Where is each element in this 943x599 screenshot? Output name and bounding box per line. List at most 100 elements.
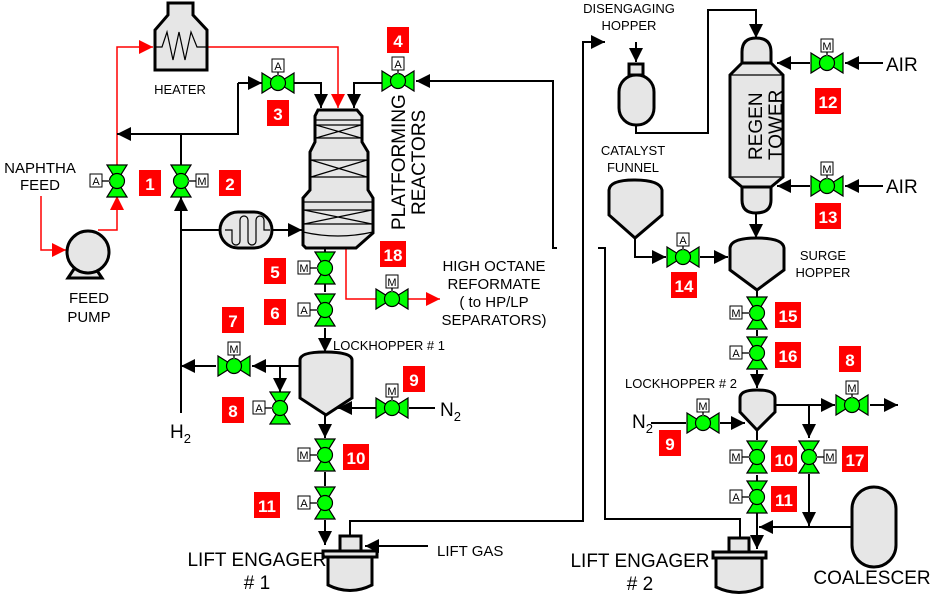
valve-tag-number: 6 (270, 304, 279, 323)
valve-ball-icon (316, 259, 334, 277)
valve-8[interactable]: A8 (222, 391, 292, 425)
valve-17[interactable]: M 17 (797, 440, 868, 474)
actuator-box (820, 161, 834, 176)
actuator-box (385, 274, 399, 289)
actuator-box (823, 449, 837, 464)
actuator-box (297, 302, 311, 317)
valve-tag-number: 17 (846, 451, 865, 470)
actuator-box (729, 305, 743, 320)
valve-ball-icon (383, 399, 401, 417)
regen-label-1: REGEN (746, 92, 767, 160)
regen-label-2: TOWER (766, 90, 787, 160)
regen-tower (728, 36, 785, 215)
actuator-type-label: A (732, 492, 740, 504)
actuator-box (227, 341, 241, 356)
valve-ball-icon (383, 290, 401, 308)
actuator-box (696, 398, 710, 413)
valve-tag-badge (267, 100, 289, 126)
actuator-type-label: M (822, 164, 831, 176)
valve-tag-number: 9 (665, 435, 674, 454)
reformate-label-2: REFORMATE (447, 276, 540, 293)
valve-ball-icon (748, 488, 766, 506)
lift-engager-1-label-1: LIFT ENGAGER (187, 550, 326, 571)
actuator-box (729, 449, 743, 464)
lift-line-2 (598, 247, 741, 538)
valve-3[interactable]: A3 (261, 58, 295, 126)
valve-tag-number: 13 (819, 208, 838, 227)
valve-tag-number: 2 (225, 175, 234, 194)
piping-left (40, 35, 741, 553)
valve-tag-number: 8 (845, 351, 854, 370)
valve-9[interactable]: M9 (375, 366, 425, 420)
actuator-box (729, 489, 743, 504)
valve-tag-badge (842, 446, 868, 472)
lockhopper-1-label: LOCKHOPPER # 1 (333, 338, 445, 353)
actuator-type-label: M (229, 344, 238, 356)
valve-18[interactable]: M18 (375, 241, 409, 311)
valve-tag-badge (775, 302, 801, 328)
actuator-type-label: A (732, 348, 740, 360)
valve-tag-badge (387, 27, 409, 53)
air-label-upper: AIR (886, 55, 918, 76)
valve-13[interactable]: M 13 (810, 161, 844, 229)
lift-gas-label: LIFT GAS (437, 543, 503, 560)
valve-16[interactable]: A 16 (729, 336, 801, 370)
actuator-type-label: M (822, 41, 831, 53)
valve-tag-number: 16 (779, 347, 798, 366)
actuator-box (271, 58, 285, 73)
valve-ball-icon (694, 414, 712, 432)
actuator-type-label: A (92, 176, 100, 188)
valve-ball-icon (389, 72, 407, 90)
valve-9[interactable]: M9 (659, 398, 720, 456)
valve-7[interactable]: M7 (217, 307, 251, 378)
valve-tag-badge (264, 299, 286, 325)
valve-tag-number: 11 (258, 497, 276, 516)
valve-12[interactable]: M 12 (810, 38, 844, 114)
valve-tag-badge (671, 272, 697, 298)
valve-8[interactable]: M8 (835, 346, 869, 417)
actuator-box (297, 447, 311, 462)
lockhopper-2-label: LOCKHOPPER # 2 (625, 376, 737, 391)
actuator-type-label: A (274, 61, 282, 73)
actuator-type-label: M (387, 386, 396, 398)
lift-engager-2 (711, 536, 768, 594)
valve-5[interactable]: M5 (264, 251, 337, 285)
naphtha-feed-line (40, 196, 66, 257)
actuator-type-label: M (299, 263, 308, 275)
valve-ball-icon (748, 344, 766, 362)
valve-tag-badge (839, 346, 861, 372)
valve-ball-icon (748, 448, 766, 466)
actuator-type-label: M (847, 383, 856, 395)
actuator-box (845, 380, 859, 395)
lift-engager-1 (321, 534, 379, 592)
valve-4[interactable]: A4 (381, 27, 415, 93)
valve-tag-badge (815, 203, 841, 229)
valve-tag-number: 12 (819, 93, 838, 112)
valve-tag-number: 14 (675, 277, 694, 296)
valve-14[interactable]: A 14 (666, 232, 700, 298)
coalescer-label: COALESCER (813, 568, 930, 589)
recycle-h2-line (117, 83, 239, 141)
valve-6[interactable]: A6 (264, 293, 337, 327)
heater-outlet-line (207, 46, 345, 108)
air-label-lower: AIR (886, 177, 918, 198)
actuator-type-label: M (731, 452, 740, 464)
actuator-type-label: A (679, 235, 687, 247)
valve-11[interactable]: A11 (254, 486, 337, 520)
feed-pump-label-1: FEED (69, 290, 109, 307)
valve-ball-icon (674, 248, 692, 266)
heater (153, 1, 209, 72)
actuator-type-label: M (825, 452, 834, 464)
valve-ball-icon (316, 301, 334, 319)
lockhopper-2 (738, 388, 777, 433)
valve-ball-icon (843, 396, 861, 414)
disengaging-hopper-label-1: DISENGAGING (583, 1, 675, 16)
actuator-box (385, 383, 399, 398)
lift-engager-1-label-2: # 1 (244, 573, 270, 594)
